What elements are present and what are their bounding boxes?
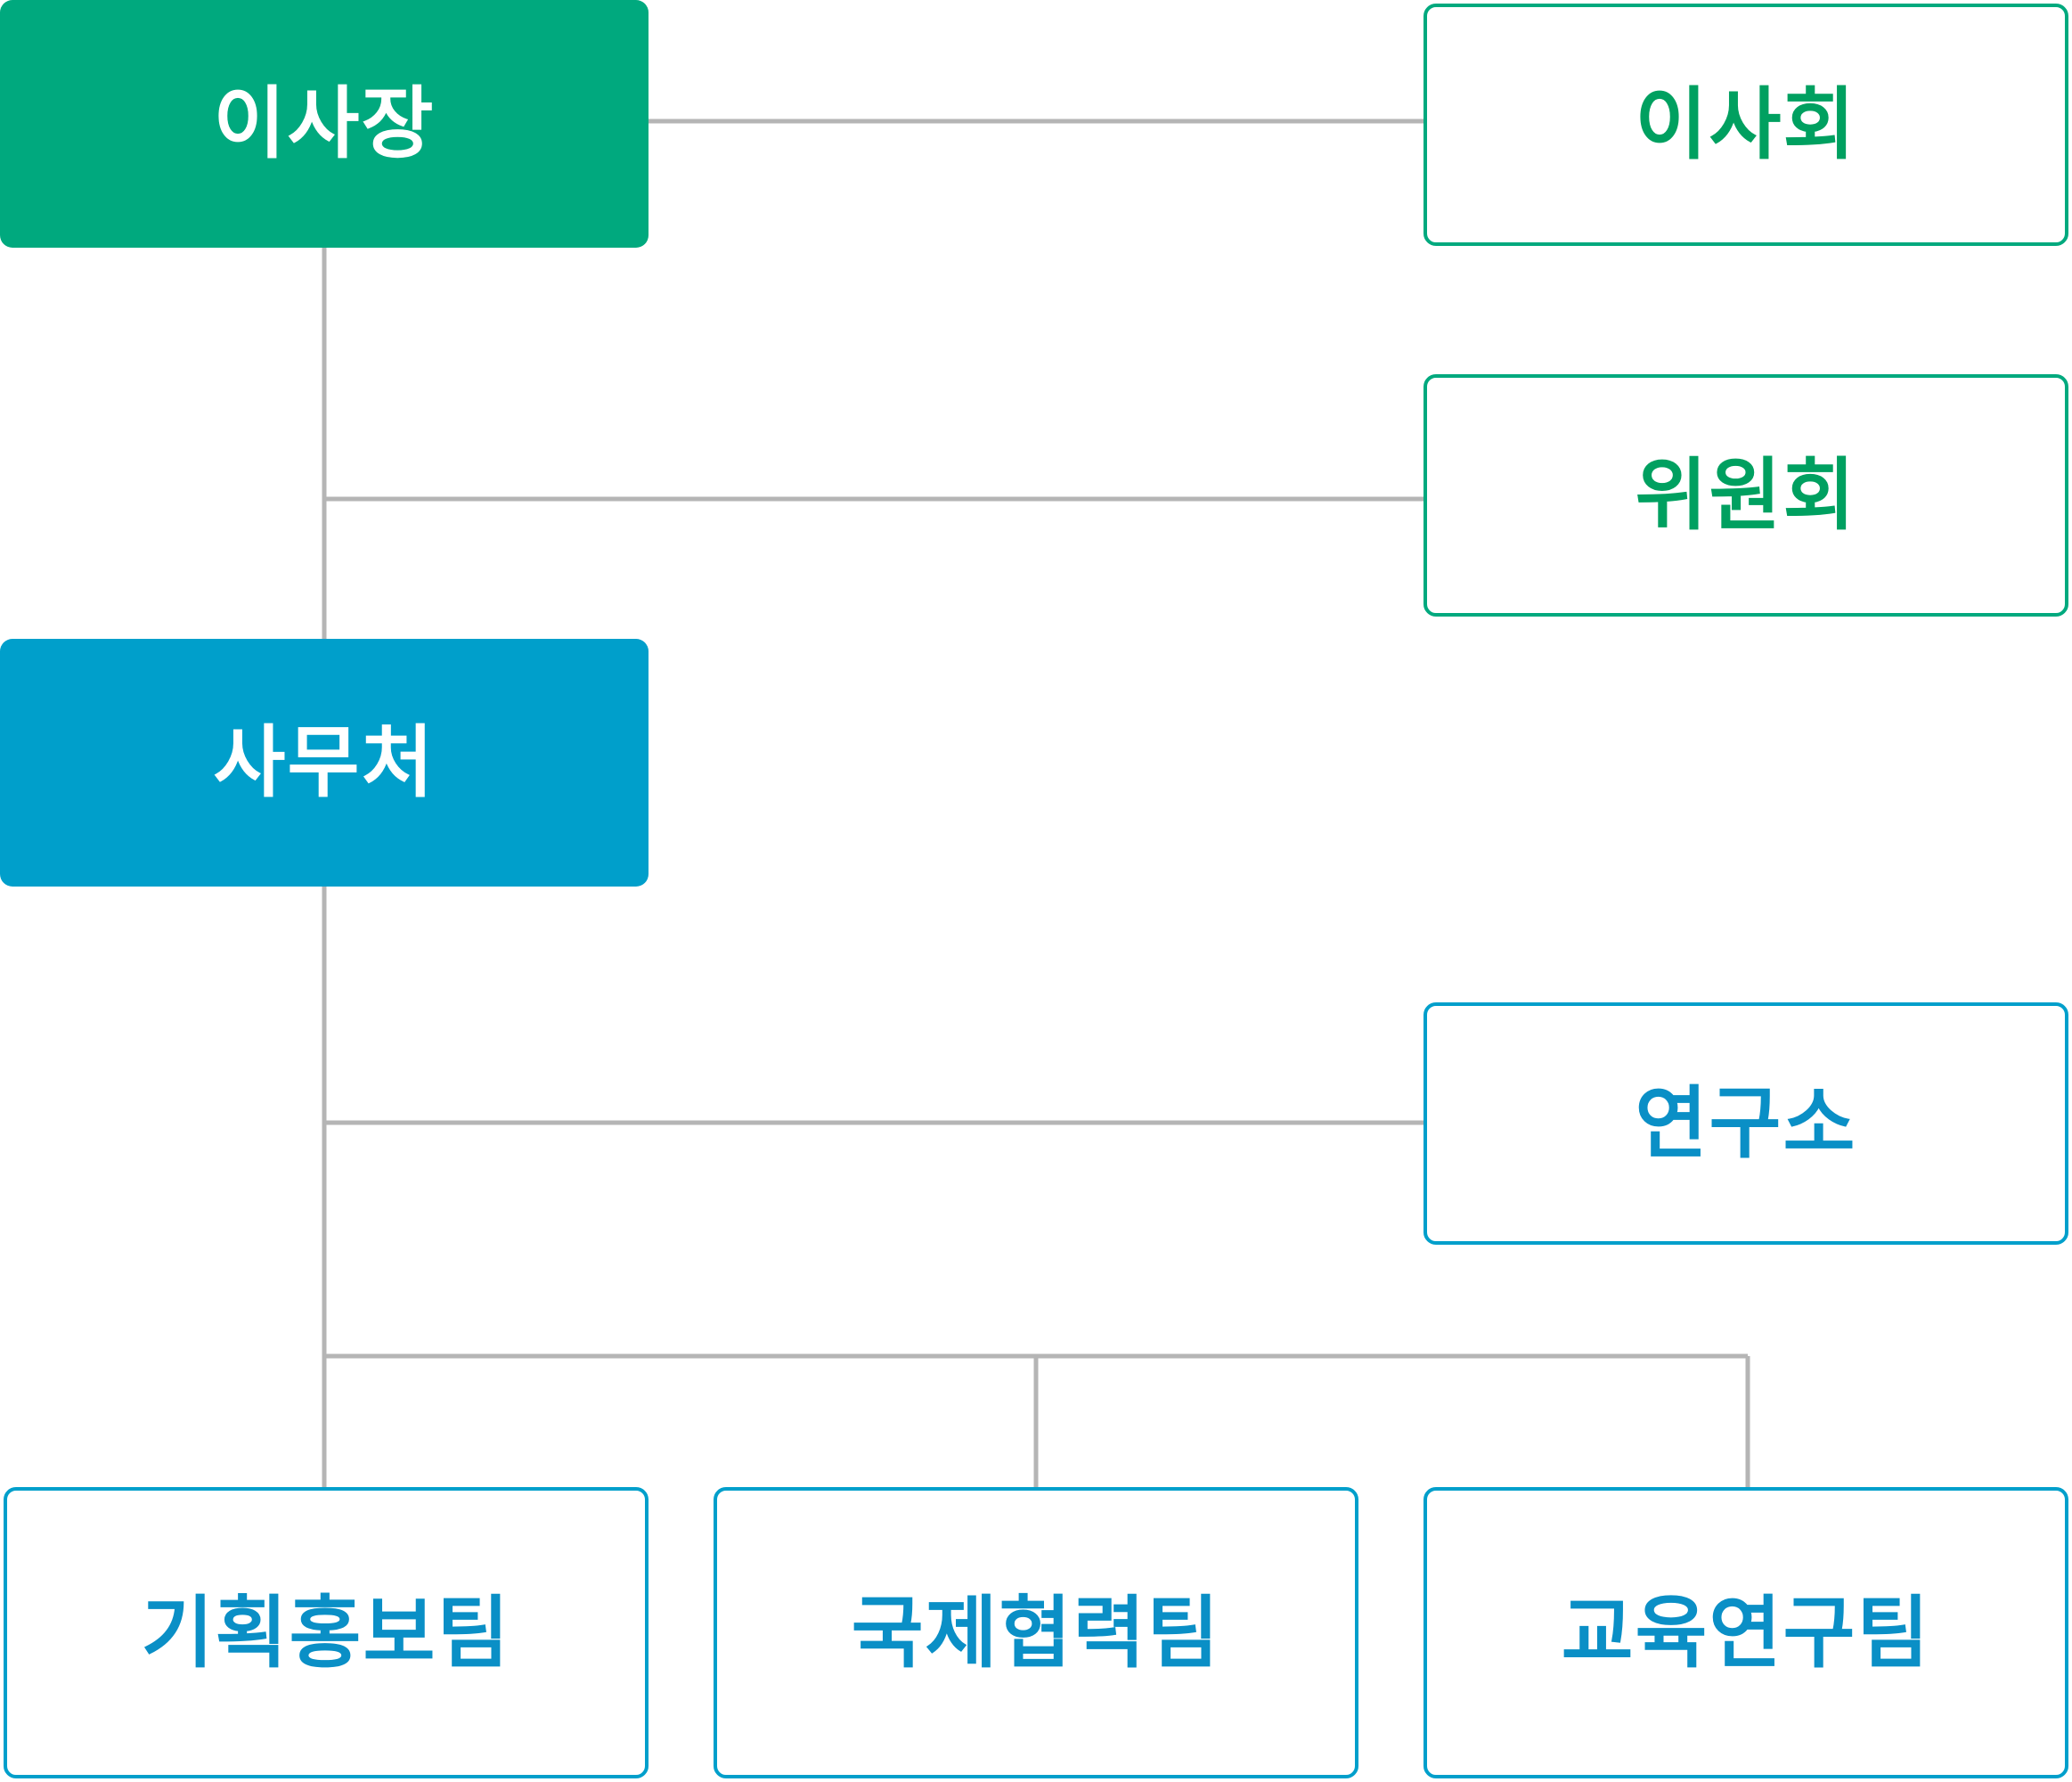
node-team-planning: 기획홍보팀 [4, 1487, 649, 1778]
node-board: 이사회 [1423, 4, 2068, 246]
node-secretariat-label: 사무처 [213, 716, 436, 808]
node-team-intl: 국제협력팀 [714, 1487, 1358, 1778]
node-team-intl-label: 국제협력팀 [851, 1586, 1221, 1679]
node-team-edu-label: 교육연구팀 [1561, 1586, 1931, 1679]
node-institute: 연구소 [1423, 1002, 2068, 1245]
node-board-label: 이사회 [1635, 78, 1857, 170]
node-secretariat: 사무처 [0, 639, 649, 887]
node-chairman-label: 이사장 [213, 78, 436, 169]
node-team-edu: 교육연구팀 [1423, 1487, 2068, 1778]
node-team-planning-label: 기획홍보팀 [141, 1586, 511, 1679]
node-chairman: 이사장 [0, 0, 649, 248]
node-committee-label: 위원회 [1635, 449, 1857, 541]
node-institute-label: 연구소 [1635, 1077, 1857, 1169]
node-committee: 위원회 [1423, 374, 2068, 617]
